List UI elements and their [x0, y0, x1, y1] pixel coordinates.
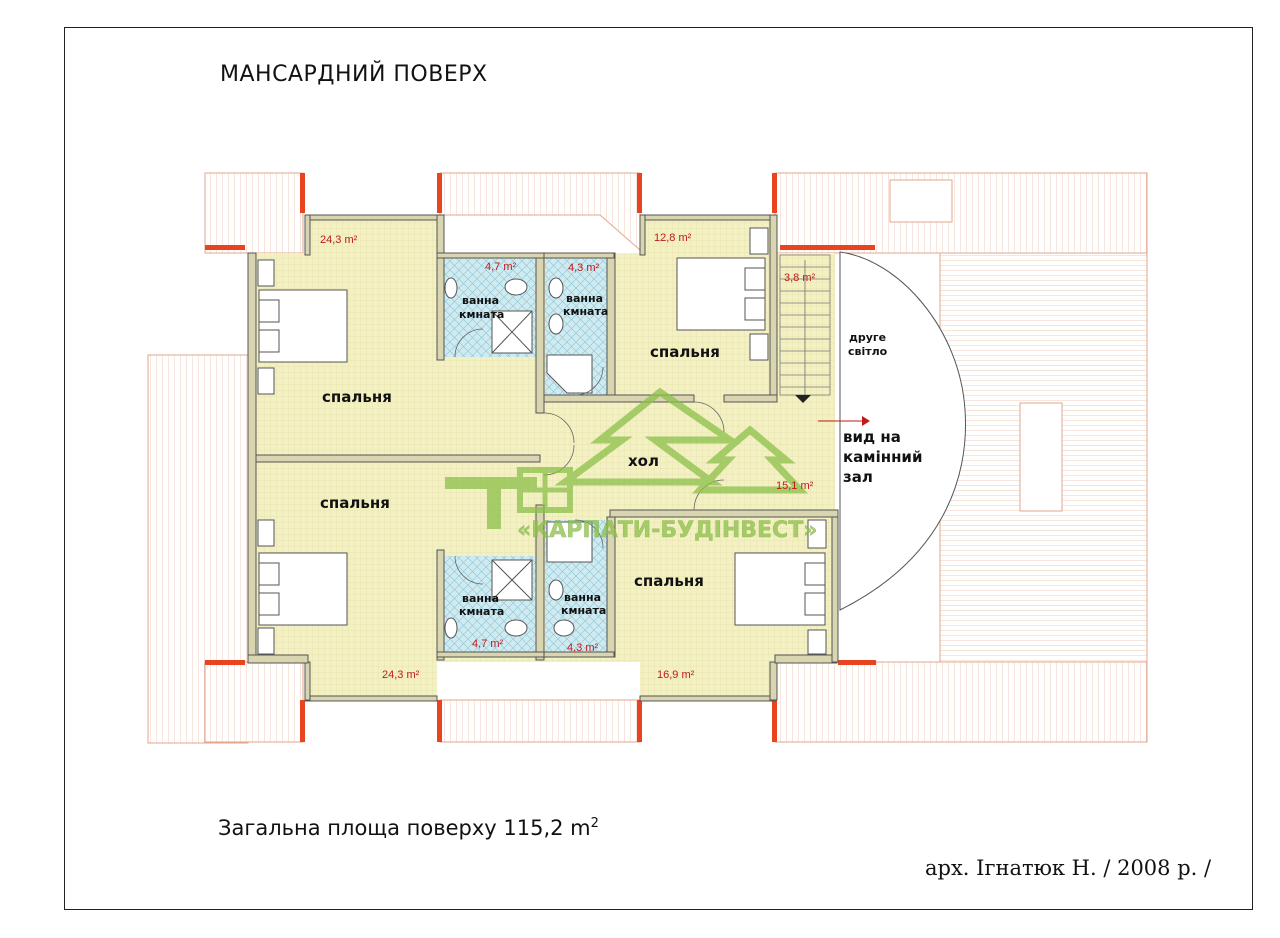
note-second-light-2: світло: [848, 345, 888, 358]
view-arrow: [818, 416, 870, 426]
room-bath-br-line2: кмната: [561, 604, 606, 617]
room-bath-tr-line2: кмната: [563, 305, 608, 318]
room-bath-bl-line1: ванна: [462, 592, 499, 605]
room-bath-tl-line2: кмната: [459, 308, 504, 321]
room-bath-tr-line1: ванна: [566, 292, 603, 305]
area-bath-bottom-right: 4,3 m²: [567, 642, 599, 654]
walls: [247, 214, 839, 702]
area-stairs: 3,8 m²: [784, 272, 816, 284]
note-view-3: зал: [843, 468, 873, 486]
room-bath-bl-line2: кмната: [459, 605, 504, 618]
toilet-icon: [504, 278, 528, 296]
watermark-logo: «КАРПАТИ-БУДІНВЕСТ»: [445, 387, 818, 543]
note-second-light-1: друге: [849, 331, 886, 344]
staircase: [779, 254, 831, 403]
shower-top-right: [546, 354, 593, 394]
room-bath-tl-line1: ванна: [462, 294, 499, 307]
toilet-icon: [504, 619, 528, 637]
drawing-frame: [64, 27, 1253, 910]
note-view-1: вид на: [843, 428, 901, 446]
room-bedroom-top-right: спальня: [650, 343, 720, 361]
room-hall: хол: [628, 452, 659, 470]
room-bedroom-bottom-left: спальня: [320, 494, 390, 512]
author-caption: арх. Ігнатюк Н. / 2008 р. /: [925, 856, 1212, 880]
room-bedroom-bottom-right: спальня: [634, 572, 704, 590]
area-hall: 15,1 m²: [776, 480, 814, 492]
area-bedroom-top-right: 12,8 m²: [654, 232, 692, 244]
roof: [147, 172, 1148, 744]
area-bath-bottom-left: 4,7 m²: [472, 638, 504, 650]
room-bedroom-top-left: спальня: [322, 388, 392, 406]
watermark-text: «КАРПАТИ-БУДІНВЕСТ»: [517, 518, 817, 543]
room-labels: спальня 24,3 m² спальня 24,3 m² спальня …: [320, 232, 922, 681]
area-bedroom-top-left: 24,3 m²: [320, 234, 358, 246]
total-area-caption: Загальна площа поверху 115,2 m2: [218, 816, 599, 840]
area-bath-top-right: 4,3 m²: [568, 262, 600, 274]
total-area-label: Загальна площа поверху 115,2 m: [218, 816, 591, 840]
area-bedroom-bottom-left: 24,3 m²: [382, 669, 420, 681]
room-bath-br-line1: ванна: [564, 591, 601, 604]
area-bath-top-left: 4,7 m²: [485, 261, 517, 273]
note-view-2: камінний: [843, 448, 922, 466]
furniture: [257, 227, 827, 655]
page-title: МАНСАРДНИЙ ПОВЕРХ: [220, 62, 488, 87]
area-bedroom-bottom-right: 16,9 m²: [657, 669, 695, 681]
total-area-unit-sup: 2: [590, 816, 599, 831]
